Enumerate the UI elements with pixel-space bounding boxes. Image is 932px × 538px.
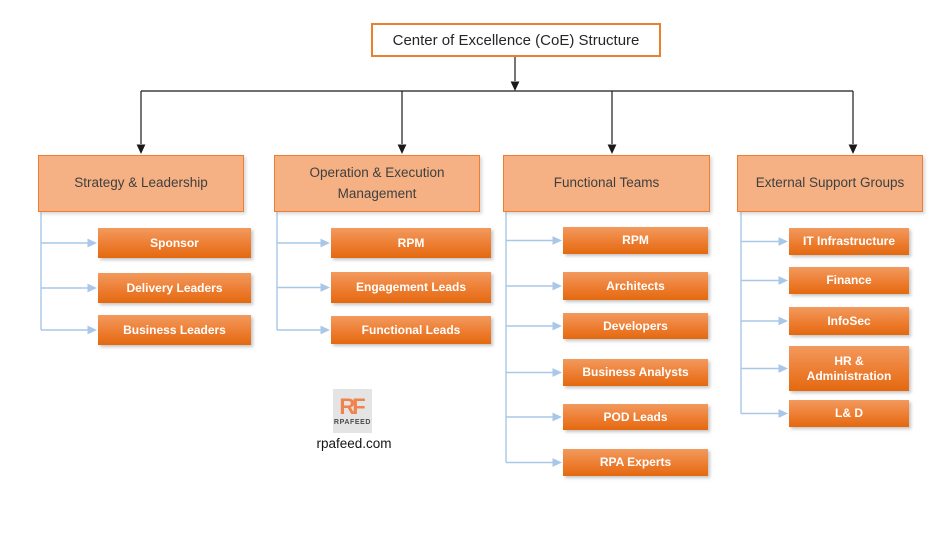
org-box-business-analysts: Business Analysts — [563, 359, 708, 386]
branch-connector-col-2 — [505, 212, 562, 467]
header-strategy-leadership: Strategy & Leadership — [38, 155, 244, 212]
header-functional-teams: Functional Teams — [503, 155, 710, 212]
org-box-sponsor: Sponsor — [98, 228, 251, 258]
header-external-support-groups: External Support Groups — [737, 155, 923, 212]
rpafeed-logo: RF RPAFEED — [333, 389, 372, 433]
branch-connector-col-3 — [740, 212, 788, 418]
org-box-functional-leads: Functional Leads — [331, 316, 491, 344]
branch-connector-col-1 — [276, 212, 330, 335]
diagram-title: Center of Excellence (CoE) Structure — [371, 23, 661, 57]
org-box-rpa-experts: RPA Experts — [563, 449, 708, 476]
org-box-l-d: L& D — [789, 400, 909, 427]
org-box-pod-leads: POD Leads — [563, 404, 708, 430]
branch-connectors — [40, 212, 788, 467]
org-box-delivery-leaders: Delivery Leaders — [98, 273, 251, 303]
org-box-business-leaders: Business Leaders — [98, 315, 251, 345]
header-operation-execution-management: Operation & Execution Management — [274, 155, 480, 212]
rpafeed-website-text: rpafeed.com — [316, 436, 392, 451]
org-box-infosec: InfoSec — [789, 307, 909, 335]
rpafeed-logo-wordmark: RPAFEED — [333, 419, 372, 426]
org-box-engagement-leads: Engagement Leads — [331, 272, 491, 303]
org-box-rpm: RPM — [331, 228, 491, 258]
org-box-hr-administration: HR & Administration — [789, 346, 909, 391]
org-box-developers: Developers — [563, 313, 708, 339]
top-tree-connector — [140, 57, 854, 144]
org-box-rpm: RPM — [563, 227, 708, 254]
org-box-architects: Architects — [563, 272, 708, 300]
top-tree-arrowheads — [136, 81, 858, 154]
org-box-it-infrastructure: IT Infrastructure — [789, 228, 909, 255]
org-box-finance: Finance — [789, 267, 909, 294]
branch-connector-col-0 — [40, 212, 97, 335]
rpafeed-logo-initials: RF — [339, 394, 365, 419]
